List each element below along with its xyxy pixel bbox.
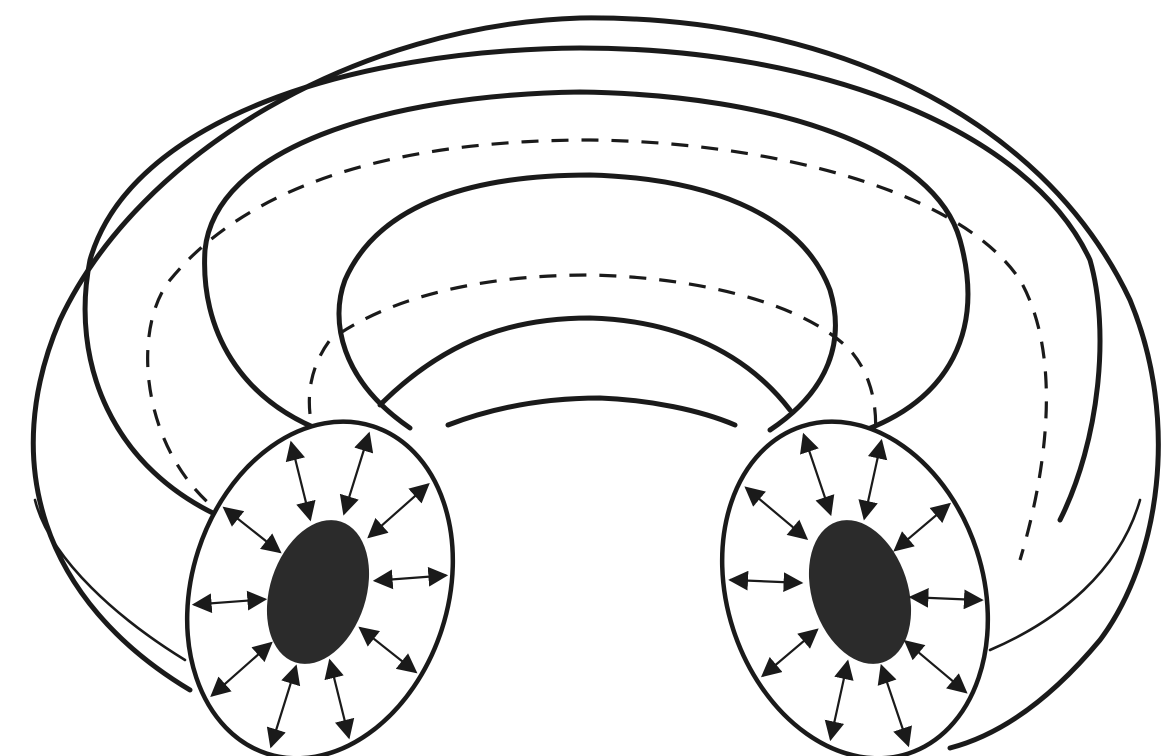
inner-contour-2	[448, 398, 735, 425]
inner-arch-outer	[205, 92, 968, 432]
right-tube-side-line	[990, 500, 1140, 650]
left-cross-section	[145, 387, 495, 756]
left-tube-side-line	[35, 500, 185, 660]
right-cross-section	[680, 387, 1030, 756]
torus-outer-rim	[85, 48, 1100, 520]
